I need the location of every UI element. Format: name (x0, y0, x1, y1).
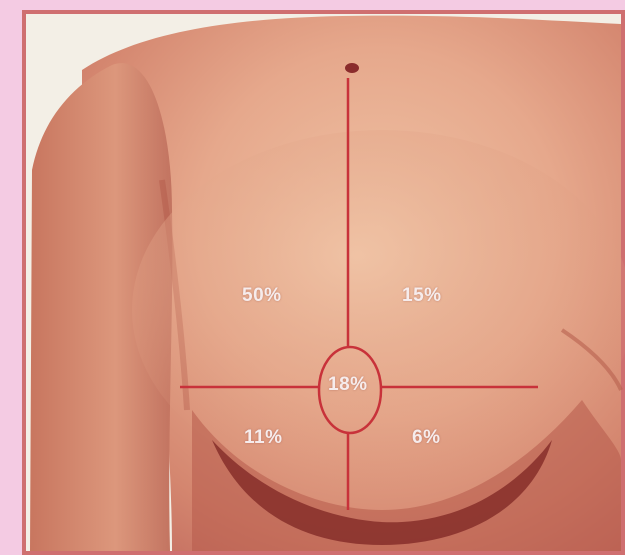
quadrant-lower-inner-label: 6% (412, 427, 440, 449)
quadrant-lower-outer-label: 11% (244, 427, 282, 449)
quadrant-central-label: 18% (328, 374, 368, 396)
quadrant-upper-outer-label: 50% (242, 285, 282, 307)
quadrant-upper-inner-label: 15% (402, 285, 442, 307)
photo-frame: 50% 15% 18% 11% 6% (22, 10, 625, 555)
anatomy-photo (22, 10, 625, 555)
